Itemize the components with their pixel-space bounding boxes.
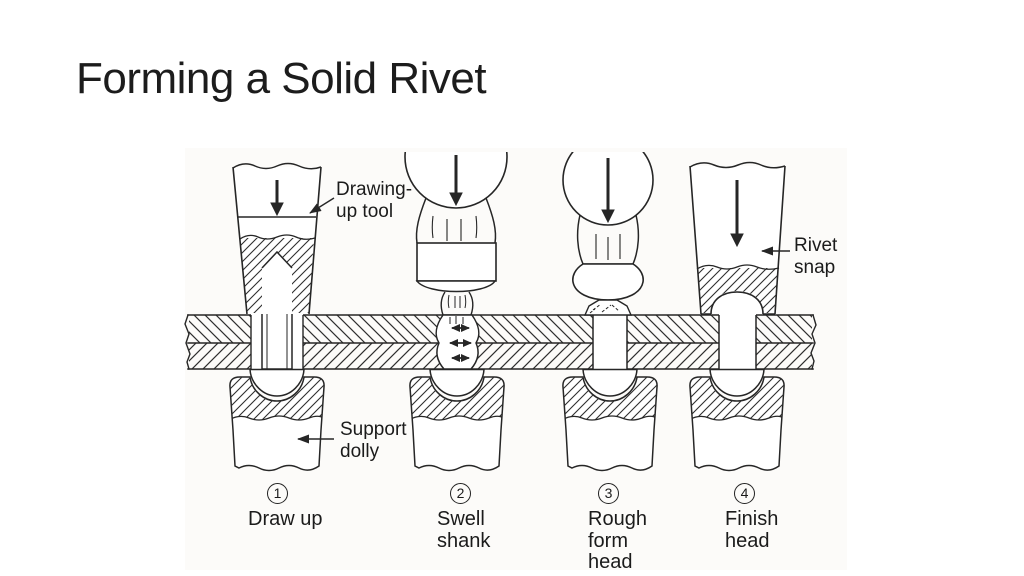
rivet-snap-label-line1: Rivet — [794, 235, 838, 256]
stage3-caption: Rough form head — [588, 508, 647, 574]
plate-right-broken-edge — [810, 314, 817, 370]
stage4-caption-line1: Finish — [725, 508, 779, 530]
stage3-ball-pein-tool — [562, 152, 654, 316]
rivet-snap-label: Rivet snap — [794, 235, 837, 279]
support-dolly-label: Support dolly — [340, 419, 407, 463]
stage2-hammer-tool — [404, 152, 508, 316]
stage2-shank-above-plate — [440, 291, 474, 316]
stage1-number-badge: 1 — [267, 483, 288, 504]
stage4-rivet-snap-tool — [689, 161, 786, 315]
stage2-number-badge: 2 — [450, 483, 471, 504]
stage3-shank-in-hole — [592, 314, 628, 370]
slide-title: Forming a Solid Rivet — [76, 54, 487, 103]
stage2-caption-line2: shank — [437, 529, 491, 552]
stage3-caption-line3: head — [588, 551, 633, 573]
stage4-finished-head — [710, 291, 764, 315]
stage2-swelled-shank — [435, 314, 480, 370]
drawing-up-tool-label-line1: Drawing- — [336, 179, 413, 200]
stage3-number-badge: 3 — [598, 483, 619, 504]
support-dolly-label-line2: dolly — [340, 441, 380, 462]
stage4-number-badge: 4 — [734, 483, 755, 504]
drawing-up-tool-label: Drawing- up tool — [336, 179, 412, 223]
plate-left-broken-edge — [184, 314, 191, 370]
rivet-snap-label-line2: snap — [794, 257, 836, 278]
stage4-caption-line2: head — [725, 529, 770, 552]
stage4-caption: Finish head — [725, 508, 779, 552]
drawing-up-tool-leader-arrow — [309, 197, 335, 214]
stage3-pein-face — [572, 263, 644, 301]
stage1-drawing-up-tool — [232, 162, 322, 315]
drawing-up-tool-label-line2: up tool — [336, 201, 394, 222]
stage2-caption: Swell shank — [437, 508, 491, 552]
stage3-caption-line2: form — [588, 529, 628, 552]
stage1-caption: Draw up — [248, 508, 323, 531]
support-dolly-label-line1: Support — [340, 419, 407, 440]
stage1-caption-line1: Draw up — [248, 508, 323, 530]
stage3-caption-line1: Rough — [588, 508, 647, 530]
stage4-shank-in-hole — [718, 314, 757, 370]
stage2-caption-line1: Swell — [437, 508, 485, 530]
